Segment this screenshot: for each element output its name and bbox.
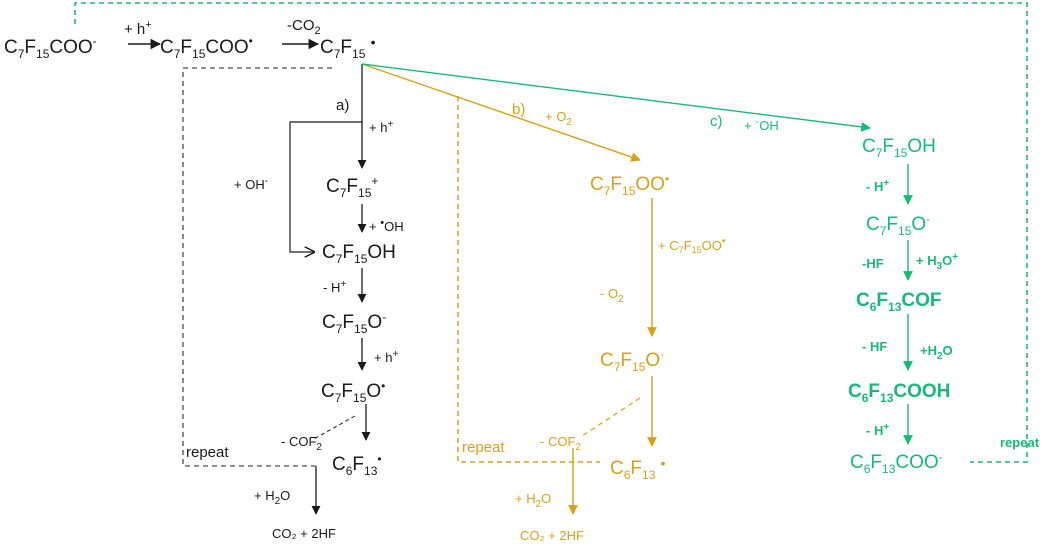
gold-repeat-loop: [457, 96, 600, 463]
species-b-c6f13-radical: C6F13 •: [610, 455, 666, 482]
label-c-plus-oh: + ·OH: [744, 114, 779, 133]
green-repeat-loop: [74, 2, 1028, 463]
arrow-c-main: [361, 63, 871, 132]
label-b-products: CO₂ + 2HF: [520, 528, 584, 543]
gray-repeat-loop: [182, 67, 332, 467]
species-a-c6f13-radical: C6F13•: [332, 452, 382, 478]
species-c-c7f15oh: C7F15OH: [862, 136, 936, 160]
label-b-plus-o2: + O2: [545, 109, 572, 128]
label-a-h-plus: + h+: [369, 119, 393, 135]
label-b-plus-c7f15oo: + C7F15OO•: [658, 236, 726, 255]
species-c7f15coo-radical: C7F15COO•: [160, 34, 253, 61]
label-a-repeat: repeat: [186, 444, 229, 461]
label-a-minus-h-plus: - H+: [323, 279, 346, 295]
label-b-plus-h2o: + H2O: [515, 491, 551, 510]
label-top-h-plus: + h+: [124, 19, 152, 38]
label-c-minus-hf: -HF: [862, 256, 884, 271]
label-a-h-plus-2: + h+: [374, 349, 398, 365]
label-plus-oh-minus: + OH-: [234, 176, 268, 192]
label-plus-radical-oh: + •OH: [369, 217, 404, 234]
label-a-minus-cof2: - COF2: [281, 434, 322, 453]
label-c-minus-hf-2: - HF: [862, 339, 887, 354]
label-a-plus-h2o: + H2O: [254, 488, 290, 507]
species-c-c6f13coo-minus: C6F13COO-: [850, 450, 943, 476]
arrow-a-cof2-dashed: [311, 415, 356, 441]
label-c-minus-h-plus-2: - H+: [866, 422, 889, 438]
label-path-a: a): [336, 97, 349, 114]
label-c-minus-h-plus: - H+: [866, 178, 889, 194]
label-path-c: c): [710, 113, 723, 130]
species-a-c7f15oh: C7F15OH: [322, 242, 396, 266]
species-a-c7f15o-minus: C7F15O-: [322, 310, 386, 336]
label-c-plus-h2o: +H2O: [920, 343, 953, 362]
arrow-b-main: [361, 63, 641, 162]
arrow-b-cof2-dashed: [581, 397, 641, 437]
species-c-c6f13cof: C6F13COF: [856, 290, 942, 314]
species-b-c7f15o-radical: C7F15O·: [600, 346, 665, 374]
label-minus-co2: -CO2: [287, 17, 321, 37]
species-a-c7f15o-radical: C7F15O•: [321, 379, 385, 405]
label-c-plus-h3o-plus: + H3O+: [916, 252, 958, 272]
label-c-repeat: repeat: [1000, 435, 1040, 450]
label-b-minus-cof2: - COF2: [540, 434, 581, 453]
label-a-products: CO₂ + 2HF: [272, 526, 336, 541]
species-c7f15coo-minus: C7F15COO-: [4, 34, 97, 61]
label-b-minus-o2: - O2: [600, 286, 624, 305]
label-path-b: b): [512, 101, 525, 118]
species-a-c7f15-plus: C7F15+: [326, 174, 378, 200]
label-b-repeat: repeat: [462, 439, 505, 456]
arrow-oh-minus-bypass: [289, 121, 362, 252]
species-c-c6f13cooh: C6F13COOH: [848, 381, 950, 405]
species-b-c7f15oo-radical: C7F15OO•: [590, 172, 669, 198]
species-c7f15-radical: C7F15 •: [320, 34, 376, 61]
species-c-c7f15o-minus: C7F15O-: [866, 212, 930, 238]
